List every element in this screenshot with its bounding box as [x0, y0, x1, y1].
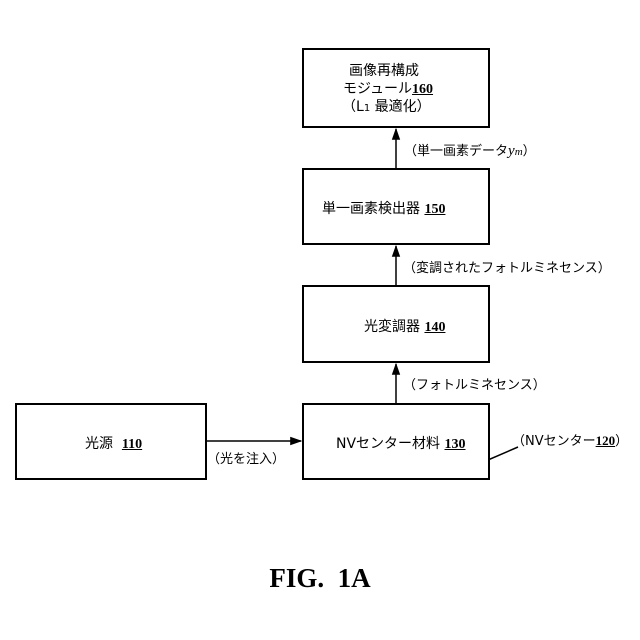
reconstruction-subtitle: モジュール160: [343, 78, 433, 98]
detector-label-text: 単一画素検出器: [322, 201, 420, 217]
light-source-label: 光源 110: [85, 433, 142, 453]
edge-label-single-pixel-data-close: ）: [523, 144, 536, 159]
single-pixel-detector-box: 単一画素検出器 150: [302, 168, 490, 245]
edge-label-photoluminescence: （フォトルミネセンス）: [403, 374, 546, 393]
edge-label-single-pixel-data: （単一画素データym）: [404, 140, 536, 160]
detector-ref-number: 150: [424, 202, 445, 217]
nv-center-callout-text: （NVセンター: [512, 434, 596, 449]
edge-label-single-pixel-data-var: y: [508, 143, 515, 159]
nv-center-callout-close: ）: [615, 434, 628, 449]
reconstruction-subtitle-text: モジュール: [343, 81, 412, 97]
nv-center-material-box: NVセンター材料 130: [302, 403, 490, 480]
edge-label-inject-light: （光を注入）: [207, 448, 285, 467]
reconstruction-method-rest: 最適化）: [370, 99, 430, 115]
light-source-ref-number: 110: [122, 437, 142, 452]
edge-label-modulated-photoluminescence: （変調されたフォトルミネセンス）: [403, 257, 611, 276]
light-source-box: 光源 110: [15, 403, 207, 480]
nv-material-label: NVセンター材料 130: [336, 433, 466, 453]
edge-label-single-pixel-data-sub: m: [515, 146, 523, 158]
reconstruction-method: （L1 最適化）: [342, 96, 431, 116]
modulator-ref-number: 140: [424, 320, 445, 335]
nv-material-ref-number: 130: [445, 437, 466, 452]
nv-material-label-text: NVセンター材料: [336, 436, 440, 452]
nv-center-callout: （NVセンター120）: [512, 430, 628, 449]
light-source-label-text: 光源: [85, 436, 113, 452]
modulator-label-text: 光変調器: [364, 319, 420, 335]
light-modulator-box: 光変調器 140: [302, 285, 490, 363]
nv-center-callout-ref-number: 120: [596, 433, 616, 448]
edge-label-single-pixel-data-text: （単一画素データ: [404, 144, 508, 159]
reconstruction-ref-number: 160: [412, 82, 433, 97]
figure-caption: FIG. 1A: [0, 563, 640, 594]
reconstruction-method-open: （L: [342, 99, 364, 115]
modulator-label: 光変調器 140: [364, 316, 445, 336]
reconstruction-title: 画像再構成: [349, 60, 419, 80]
reconstruction-module-box: 画像再構成 モジュール160 （L1 最適化）: [302, 48, 490, 128]
detector-label: 単一画素検出器 150: [322, 198, 445, 218]
